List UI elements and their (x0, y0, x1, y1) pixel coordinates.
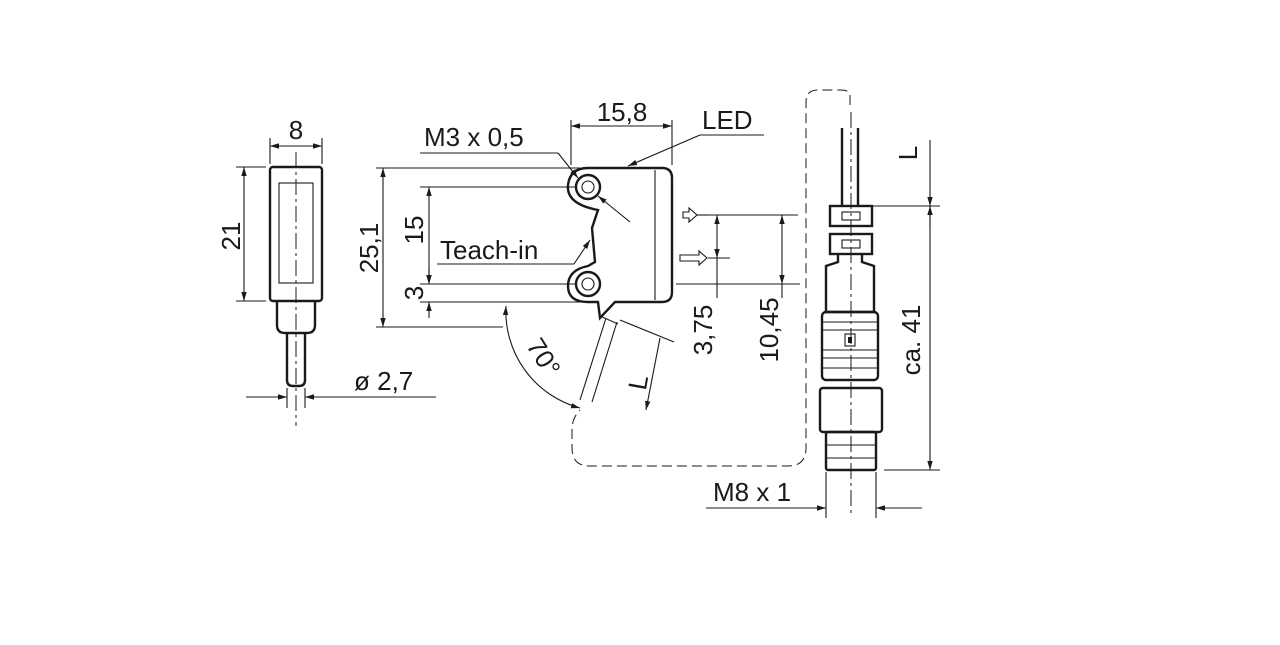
dim-text-cable-diameter: ø 2,7 (354, 366, 413, 396)
label-led: LED (702, 105, 753, 135)
connector-neck (824, 254, 876, 314)
upper-mounting-hole (574, 173, 602, 201)
leader-led (627, 134, 701, 167)
dim-text-top-width: 15,8 (597, 97, 648, 127)
dim-text-optic-offset: 3,75 (688, 305, 718, 356)
side-cable (579, 317, 607, 401)
dim-line-cable-length-left (645, 337, 661, 411)
dim-text-front-width: 8 (289, 115, 303, 145)
label-thread-m3: M3 x 0,5 (424, 122, 524, 152)
leader-teach-in (573, 239, 591, 265)
dim-text-body-height: 25,1 (354, 223, 384, 274)
front-view: 8 21 ø 2,7 (216, 115, 436, 426)
leader-thread (557, 152, 579, 179)
dim-text-front-height: 21 (216, 222, 246, 251)
dim-text-hole-offset: 3 (399, 286, 429, 300)
dim-text-connector-thread: M8 x 1 (713, 477, 791, 507)
front-cable (285, 333, 307, 388)
receiver-arrow (679, 249, 708, 267)
side-view: 25,1 15 3 Teach-in M3 x 0,5 15,8 LED (354, 89, 851, 467)
alternative-version-outline (571, 89, 851, 467)
front-cable-gland (275, 301, 317, 335)
dim-text-cable-length-left: L (622, 373, 654, 392)
dim-text-optic-height: 10,45 (754, 297, 784, 362)
dim-text-angle: 70° (520, 333, 566, 382)
connector-grip (820, 310, 880, 382)
dim-text-connector-length: ca. 41 (896, 305, 926, 376)
angle-arc (502, 305, 581, 409)
connector-led-window (844, 333, 856, 347)
connector-view: L ca. 41 M8 x 1 (706, 112, 940, 518)
emitter-arrow (682, 206, 698, 224)
label-teach-in: Teach-in (440, 235, 538, 265)
dim-text-hole-spacing: 15 (399, 216, 429, 245)
dim-text-cable-length-right: L (893, 146, 923, 160)
lower-mounting-hole (574, 270, 602, 298)
